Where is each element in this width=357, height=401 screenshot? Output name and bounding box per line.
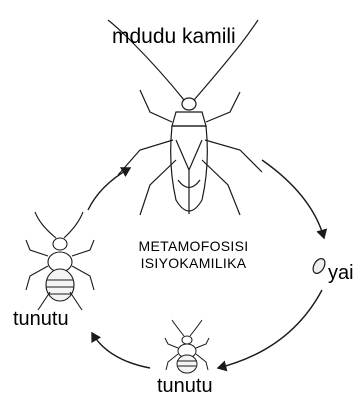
arrow-nymph-to-adult: [88, 168, 130, 210]
nymph-left-label: tunutu: [13, 309, 69, 329]
adult-label: mdudu kamili: [112, 26, 236, 47]
nymph-bottom-label: tunutu: [157, 376, 213, 396]
nymph-bottom-illustration: [165, 320, 209, 373]
center-caption-line2: ISIYOKAMILIKA: [30, 255, 357, 272]
arrow-adult-to-egg: [262, 160, 324, 238]
center-caption-line1: METAMOFOSISI: [30, 238, 357, 255]
arrow-egg-to-nymph: [218, 290, 322, 368]
center-caption: METAMOFOSISI ISIYOKAMILIKA: [0, 238, 357, 272]
adult-bug-illustration: [108, 20, 262, 215]
egg-label: yai: [328, 263, 354, 283]
arrow-nymph-to-nymph: [92, 333, 150, 368]
